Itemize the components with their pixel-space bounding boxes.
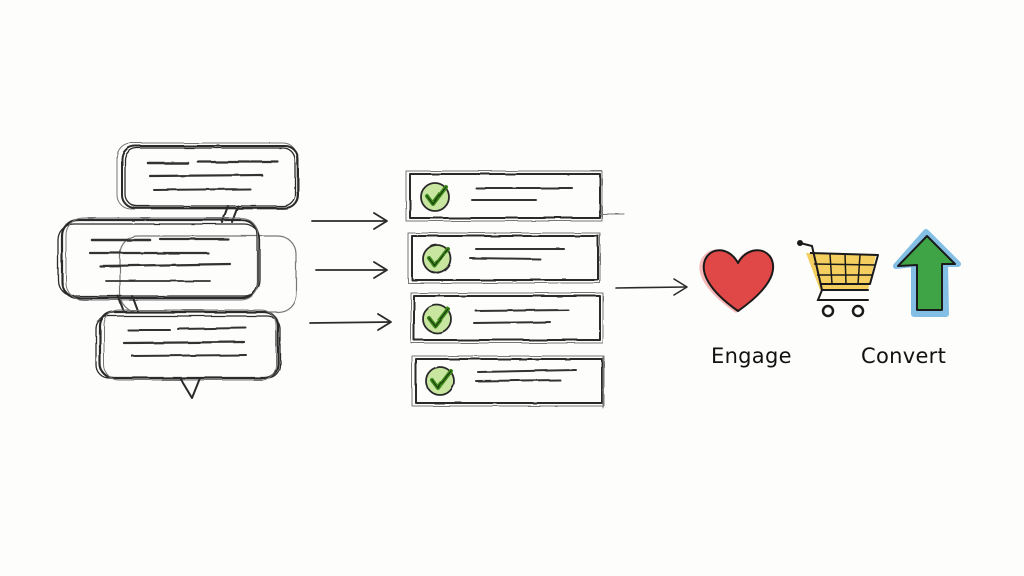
speech-bubbles-icon bbox=[57, 142, 299, 399]
arrows-to-checklist bbox=[309, 212, 392, 331]
arrow-right-icon bbox=[309, 313, 392, 331]
check-circle-icon bbox=[422, 304, 452, 334]
arrow-right-icon bbox=[311, 212, 388, 230]
speech-bubble-bottom bbox=[95, 309, 281, 399]
arrow-right-icon bbox=[615, 278, 688, 296]
checklist bbox=[405, 170, 625, 409]
speech-bubble-middle bbox=[57, 217, 297, 313]
up-arrow-icon bbox=[893, 229, 961, 317]
check-circle-icon bbox=[420, 182, 450, 212]
heart-icon bbox=[699, 249, 775, 313]
convert-label: Convert bbox=[861, 344, 947, 368]
shopping-cart-icon bbox=[797, 240, 879, 318]
engage-label: Engage bbox=[711, 344, 792, 368]
arrow-right-icon bbox=[315, 261, 388, 279]
checklist-item bbox=[405, 170, 625, 222]
checklist-item bbox=[407, 232, 601, 284]
checklist-item bbox=[411, 355, 605, 409]
speech-bubble-top bbox=[116, 142, 299, 223]
checklist-item bbox=[410, 292, 604, 344]
check-circle-icon bbox=[425, 366, 455, 396]
check-circle-icon bbox=[422, 244, 452, 274]
